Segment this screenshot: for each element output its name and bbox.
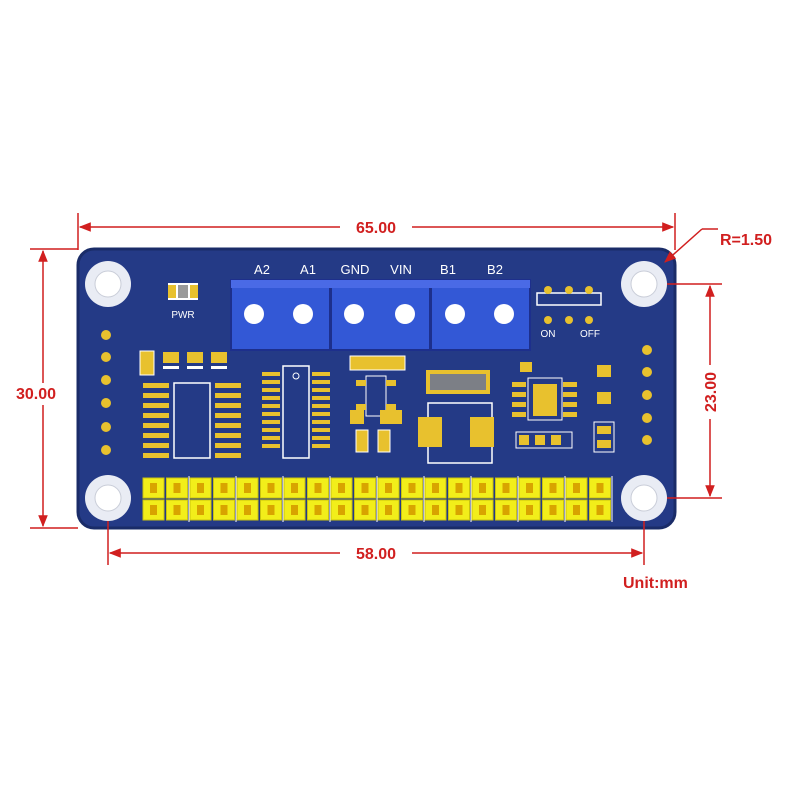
screw-terminal-block bbox=[230, 279, 531, 351]
smd-center-components bbox=[349, 355, 406, 453]
header-pin-post bbox=[197, 483, 204, 493]
dim-label-bg bbox=[340, 217, 412, 237]
header-pin-post bbox=[549, 505, 557, 515]
dim-hole-spacing-y: 23.00 bbox=[703, 372, 720, 412]
header-pin-post bbox=[314, 505, 322, 515]
header-pin-post bbox=[479, 483, 486, 493]
smd-passives-left bbox=[139, 350, 227, 376]
header-pin-post bbox=[173, 483, 181, 493]
header-pin-post bbox=[197, 505, 204, 515]
header-pin-post bbox=[150, 505, 157, 515]
header-pin-post bbox=[573, 483, 580, 493]
header-pin-post bbox=[596, 483, 604, 493]
header-pin-post bbox=[338, 505, 345, 515]
unit-label: Unit:mm bbox=[623, 575, 688, 592]
header-pin-post bbox=[432, 483, 439, 493]
header-pin-post bbox=[173, 505, 181, 515]
dim-hole-spacing-x: 58.00 bbox=[356, 546, 396, 563]
mounting-hole-top-left bbox=[85, 261, 131, 307]
header-pin-post bbox=[244, 483, 251, 493]
header-pin-post bbox=[267, 505, 275, 515]
dim-corner-radius: R=1.50 bbox=[720, 232, 772, 249]
pwr-led bbox=[168, 283, 198, 300]
gpio-header-pins bbox=[142, 476, 613, 522]
terminal-label-vin: VIN bbox=[390, 262, 412, 277]
header-pin-post bbox=[479, 505, 486, 515]
terminal-screw bbox=[293, 304, 313, 324]
header-pin-post bbox=[244, 505, 251, 515]
header-pin-post bbox=[267, 483, 275, 493]
mounting-holes bbox=[85, 261, 667, 521]
header-pin-post bbox=[291, 483, 298, 493]
header-pin-post bbox=[596, 505, 604, 515]
terminal-screw bbox=[445, 304, 465, 324]
dim-label-bg bbox=[340, 543, 412, 563]
header-pin-post bbox=[361, 483, 369, 493]
header-pin-post bbox=[432, 505, 439, 515]
terminal-screw bbox=[244, 304, 264, 324]
terminal-screw bbox=[395, 304, 415, 324]
header-pin-post bbox=[455, 505, 463, 515]
header-pin-post bbox=[385, 483, 392, 493]
header-pin-post bbox=[314, 483, 322, 493]
header-pin-post bbox=[150, 483, 157, 493]
voltage-regulator bbox=[418, 370, 494, 464]
mounting-hole-bottom-right bbox=[621, 475, 667, 521]
terminal-label-a1: A1 bbox=[300, 262, 316, 277]
header-pin-post bbox=[408, 483, 416, 493]
header-pin-post bbox=[385, 505, 392, 515]
header-pin-post bbox=[549, 483, 557, 493]
switch-on-label: ON bbox=[541, 329, 556, 340]
dim-label-bg bbox=[700, 365, 720, 419]
terminal-label-gnd: GND bbox=[341, 262, 370, 277]
switch-off-label: OFF bbox=[580, 329, 600, 340]
header-pin-post bbox=[361, 505, 369, 515]
header-pin-post bbox=[526, 483, 533, 493]
terminal-label-b2: B2 bbox=[487, 262, 503, 277]
ic-footprint-left bbox=[143, 382, 241, 459]
header-pin-post bbox=[291, 505, 298, 515]
header-pin-post bbox=[526, 505, 533, 515]
right-via-column bbox=[642, 345, 652, 445]
left-via-column bbox=[101, 330, 111, 455]
header-pin-post bbox=[502, 483, 510, 493]
terminal-screw bbox=[494, 304, 514, 324]
mounting-hole-top-right bbox=[621, 261, 667, 307]
header-pin-post bbox=[338, 483, 345, 493]
terminal-label-b1: B1 bbox=[440, 262, 456, 277]
dim-label-bg bbox=[3, 383, 69, 405]
terminal-label-a2: A2 bbox=[254, 262, 270, 277]
header-pin-post bbox=[220, 505, 228, 515]
header-pin-post bbox=[502, 505, 510, 515]
mounting-hole-bottom-left bbox=[85, 475, 131, 521]
header-pin-post bbox=[220, 483, 228, 493]
ic-footprint-middle bbox=[262, 365, 330, 459]
header-pin-post bbox=[455, 483, 463, 493]
power-switch-jumper bbox=[536, 286, 602, 324]
dim-height-overall: 30.00 bbox=[16, 386, 56, 403]
ic-footprint-right bbox=[512, 362, 615, 453]
terminal-screw bbox=[344, 304, 364, 324]
header-pin-post bbox=[408, 505, 416, 515]
dim-width-overall: 65.00 bbox=[356, 220, 396, 237]
header-pin-post bbox=[573, 505, 580, 515]
pwr-label: PWR bbox=[171, 310, 194, 321]
terminal-labels: A2 A1 GND VIN B1 B2 bbox=[254, 262, 503, 277]
